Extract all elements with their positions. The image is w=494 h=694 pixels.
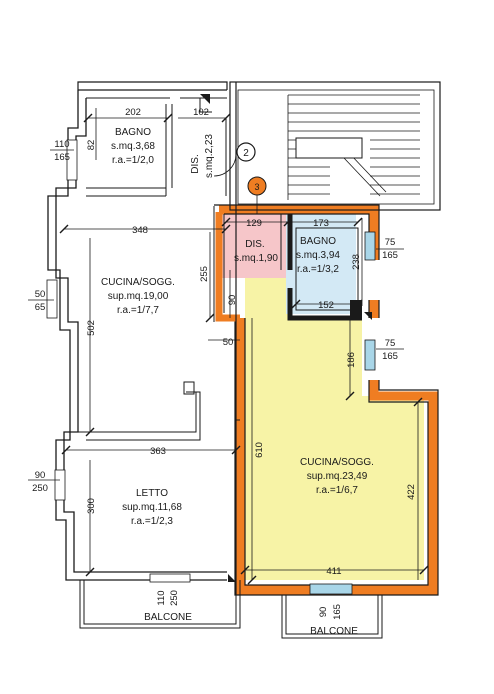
dim-250-a: 250 bbox=[32, 483, 48, 494]
dim-411: 411 bbox=[326, 566, 341, 577]
bagno-left-area: s.mq.3,68 bbox=[111, 141, 155, 152]
dim-348: 348 bbox=[132, 225, 148, 236]
dim-50-b: 50 bbox=[223, 337, 234, 348]
cucina-left-area: sup.mq.19,00 bbox=[108, 291, 169, 302]
corner-marker-1 bbox=[200, 94, 210, 104]
dim-363: 363 bbox=[150, 446, 166, 457]
dis-right-name: DIS. bbox=[245, 239, 264, 250]
bagno-right-fill bbox=[286, 214, 356, 314]
window-cucina-right-south bbox=[309, 583, 353, 595]
dimension-ticks bbox=[59, 113, 429, 585]
dim-110-b: 110 bbox=[156, 590, 167, 605]
window-cucina-right-east bbox=[364, 339, 376, 371]
right-unit-outer-wall-line bbox=[214, 204, 439, 596]
bagno-right-walls bbox=[287, 214, 362, 321]
dim-202: 202 bbox=[125, 107, 141, 118]
cucina-left-ratio: r.a.=1/7,7 bbox=[117, 305, 159, 316]
unit-marker-2 bbox=[236, 142, 256, 162]
letto-ratio: r.a.=1/2,3 bbox=[131, 516, 173, 527]
dim-300: 300 bbox=[86, 498, 97, 514]
dim-152: 152 bbox=[318, 300, 334, 311]
dim-165-a: 165 bbox=[54, 152, 70, 163]
dim-110-a: 110 bbox=[54, 139, 69, 150]
dim-102: 102 bbox=[193, 107, 209, 118]
door-swing-dis bbox=[213, 153, 237, 177]
stair-landing bbox=[295, 137, 363, 159]
window-bagno-right bbox=[364, 231, 376, 261]
dim-50-a: 50 bbox=[35, 289, 46, 300]
balcony-right bbox=[281, 595, 383, 639]
dim-250-b: 250 bbox=[169, 590, 180, 606]
dis-right-area: s.mq.1,90 bbox=[234, 253, 278, 264]
corner-marker-3 bbox=[228, 574, 236, 582]
bagno-right-area: s.mq.3,94 bbox=[296, 250, 340, 261]
dim-502: 502 bbox=[86, 320, 97, 336]
left-bagno-walls bbox=[86, 97, 227, 197]
dis-left-name: DIS. bbox=[190, 154, 201, 173]
corner-marker-2 bbox=[364, 312, 372, 320]
unit-marker-3-label: 3 bbox=[254, 182, 259, 192]
window-letto bbox=[54, 469, 66, 501]
letto-area: sup.mq.11,68 bbox=[122, 502, 182, 513]
dim-186: 186 bbox=[346, 352, 357, 368]
cucina-right-name: CUCINA/SOGG. bbox=[300, 457, 374, 468]
dim-75-a: 75 bbox=[385, 237, 396, 248]
balcony-left-label: BALCONE bbox=[144, 612, 192, 623]
window-bagno-left bbox=[66, 139, 78, 181]
right-unit-west-wall bbox=[215, 212, 240, 322]
cucina-left-name: CUCINA/SOGG. bbox=[101, 277, 175, 288]
dis-right-fill bbox=[222, 214, 290, 278]
letto-name: LETTO bbox=[136, 488, 168, 499]
dim-65: 65 bbox=[35, 302, 46, 313]
dim-173: 173 bbox=[313, 218, 329, 229]
balcony-right-label: BALCONE bbox=[310, 626, 358, 637]
left-unit-top-wall bbox=[77, 81, 237, 595]
dis-left-area: s.mq.2,23 bbox=[204, 134, 215, 178]
bagno-right-stub bbox=[350, 300, 362, 318]
dim-165-b: 165 bbox=[382, 250, 398, 261]
dim-90-a: 90 bbox=[35, 470, 46, 481]
dim-82: 82 bbox=[86, 140, 97, 151]
dim-165-c: 165 bbox=[382, 351, 398, 362]
dim-255: 255 bbox=[199, 266, 210, 282]
cucina-right-fill bbox=[245, 278, 424, 580]
balcony-left-door bbox=[149, 573, 191, 583]
cucina-right-ratio: r.a.=1/6,7 bbox=[316, 485, 358, 496]
dim-238: 238 bbox=[351, 254, 362, 270]
cucina-right-area: sup.mq.23,49 bbox=[307, 471, 368, 482]
dim-422: 422 bbox=[406, 484, 417, 500]
dim-75-b: 75 bbox=[385, 338, 396, 349]
left-cucina-walls bbox=[78, 391, 240, 441]
dim-90-b: 90 bbox=[227, 295, 238, 306]
stair-core bbox=[229, 81, 441, 211]
bagno-left-ratio: r.a.=1/2,0 bbox=[112, 155, 154, 166]
dim-129: 129 bbox=[246, 218, 262, 229]
balcony-left bbox=[79, 580, 241, 629]
window-cucina-left bbox=[46, 279, 58, 319]
bagno-right-name: BAGNO bbox=[300, 236, 336, 247]
dim-90-c: 90 bbox=[318, 607, 329, 618]
dim-610: 610 bbox=[254, 442, 265, 458]
dim-165-d: 165 bbox=[332, 604, 343, 620]
unit-marker-2-label: 2 bbox=[243, 148, 249, 159]
left-wall-stub bbox=[183, 381, 195, 395]
dimension-lines bbox=[28, 108, 424, 580]
bagno-right-ratio: r.a.=1/3,2 bbox=[297, 264, 339, 275]
bagno-left-name: BAGNO bbox=[115, 127, 151, 138]
stair-steps bbox=[287, 94, 420, 200]
